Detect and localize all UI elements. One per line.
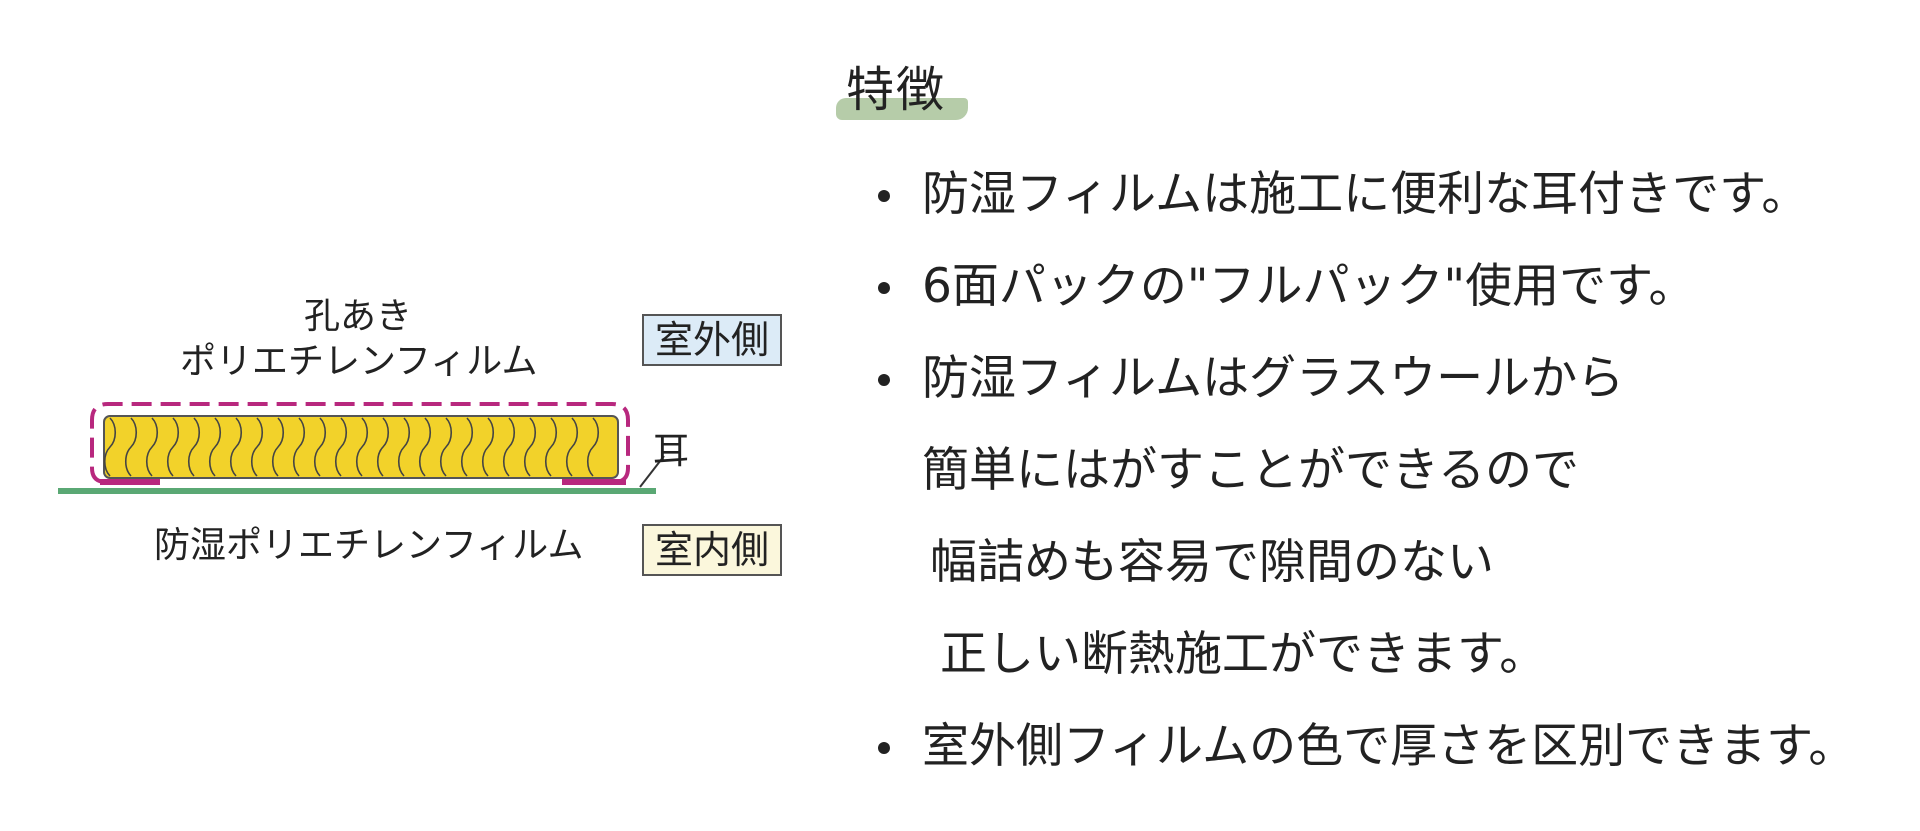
glass-wool-fiber	[439, 417, 453, 477]
glass-wool-fiber	[145, 417, 159, 477]
heading-title: 特徴	[846, 62, 947, 118]
glass-wool-fiber	[292, 417, 306, 477]
glass-wool-fiber	[271, 417, 285, 477]
list-item-text: 室外側フィルムの色で厚さを区別できます。	[922, 719, 1856, 774]
section-heading: 特徴	[836, 46, 972, 126]
glass-wool-fiber	[544, 417, 558, 477]
bullet-dot-icon	[878, 742, 890, 754]
insulation-batt	[103, 415, 619, 479]
bullet-dot-icon	[878, 374, 890, 386]
glass-wool-fiber	[523, 417, 537, 477]
glass-wool-fiber	[460, 417, 474, 477]
perforated-film-label-line2: ポリエチレンフィルム	[180, 341, 538, 382]
glass-wool-fiber	[418, 417, 432, 477]
glass-wool-fiber	[208, 417, 222, 477]
list-item-text: 防湿フィルムは施工に便利な耳付きです。	[922, 167, 1809, 222]
glass-wool-fiber	[502, 417, 516, 477]
insulation-diagram	[58, 402, 665, 494]
glass-wool-fiber	[481, 417, 495, 477]
bullet-dot-icon	[878, 190, 890, 202]
heading-brush-highlight	[836, 98, 968, 120]
bullet-dot-icon	[878, 282, 890, 294]
glass-wool-fiber	[103, 417, 117, 477]
list-item-text: 防湿フィルムはグラスウールから	[922, 351, 1625, 406]
glass-wool-fiber	[586, 417, 600, 477]
ear-leader-line	[639, 455, 665, 488]
list-item-text: 6面パックの"フルパック"使用です。	[922, 259, 1696, 314]
glass-wool-fiber	[187, 417, 201, 477]
perforated-film-label-line1: 孔あき	[304, 296, 413, 337]
list-item-text: 正しい断熱施工ができます。	[940, 627, 1547, 682]
glass-wool-fiber	[313, 417, 327, 477]
ear-label: 耳	[653, 431, 690, 472]
list-item-text: 簡単にはがすことができるので	[922, 443, 1580, 498]
glass-wool-fiber	[334, 417, 348, 477]
glass-wool-fiber	[565, 417, 579, 477]
glass-wool-fiber	[376, 417, 390, 477]
glass-wool-fiber	[124, 417, 138, 477]
list-item-text: 幅詰めも容易で隙間のない	[930, 535, 1494, 590]
indoor-side-label: 室内側	[642, 524, 782, 576]
perforated-film-outline	[90, 402, 630, 484]
glass-wool-fiber	[397, 417, 411, 477]
glass-wool-fibers	[103, 417, 600, 477]
glass-wool-fiber	[355, 417, 369, 477]
glass-wool-fiber	[166, 417, 180, 477]
glass-wool-fiber	[250, 417, 264, 477]
moisture-film-label: 防湿ポリエチレンフィルム	[154, 525, 584, 566]
outdoor-side-label: 室外側	[642, 314, 782, 366]
glass-wool-fiber	[229, 417, 243, 477]
